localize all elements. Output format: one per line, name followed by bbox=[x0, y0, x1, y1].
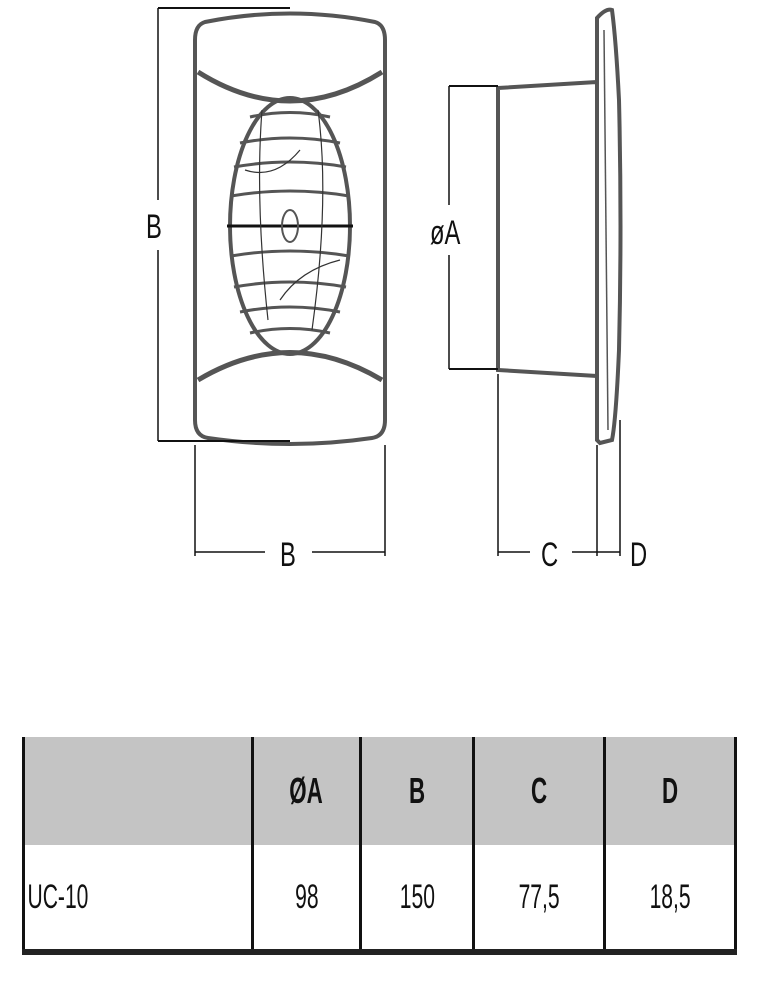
dimensions-table: ØA B C D UC-10 98 150 77,5 18,5 bbox=[22, 737, 738, 955]
header-model bbox=[22, 737, 253, 845]
cell-d: 18,5 bbox=[602, 845, 738, 955]
header-b: B bbox=[358, 737, 474, 845]
diameter-label: øA bbox=[430, 214, 461, 252]
fan-technical-drawing: B B øA C D bbox=[146, 7, 647, 574]
depth-label: C bbox=[541, 536, 558, 574]
front-dimensions bbox=[157, 7, 386, 556]
table-header-row: ØA B C D bbox=[22, 737, 738, 845]
cell-b: 150 bbox=[358, 845, 474, 955]
side-view bbox=[496, 7, 623, 446]
front-height-label: B bbox=[146, 208, 162, 246]
cell-model: UC-10 bbox=[22, 845, 253, 955]
header-c: C bbox=[472, 737, 605, 845]
cell-c: 77,5 bbox=[472, 845, 605, 955]
side-dimensions bbox=[448, 85, 621, 556]
cell-diameter: 98 bbox=[251, 845, 361, 955]
header-diameter: ØA bbox=[251, 737, 361, 845]
front-view bbox=[193, 11, 387, 446]
front-width-label: B bbox=[280, 536, 296, 574]
flange-label: D bbox=[630, 536, 647, 574]
table-row: UC-10 98 150 77,5 18,5 bbox=[22, 845, 738, 955]
header-d: D bbox=[602, 737, 738, 845]
